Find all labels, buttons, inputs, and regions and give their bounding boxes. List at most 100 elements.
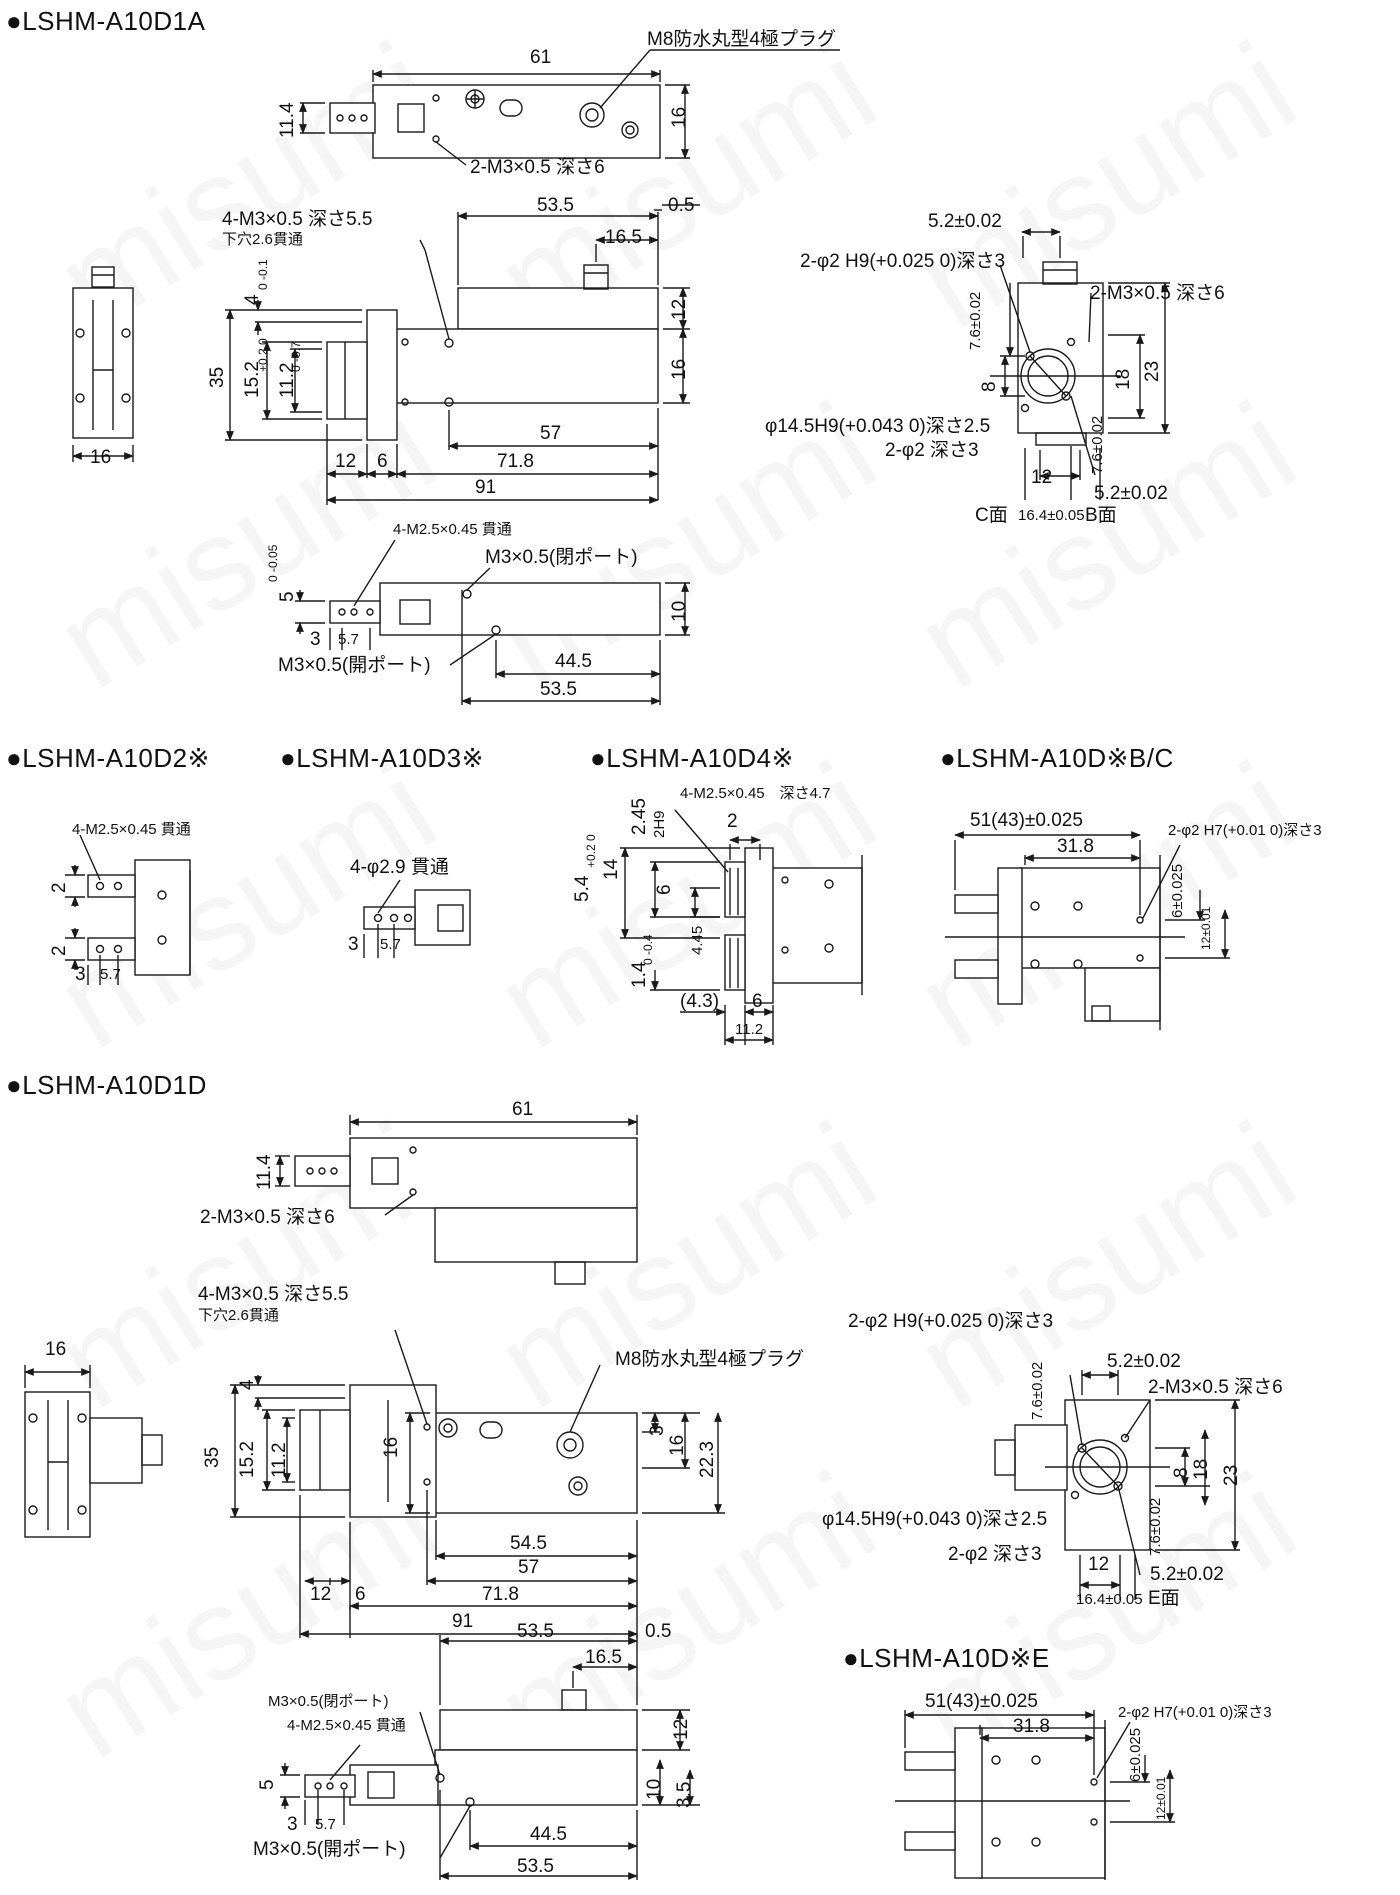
dim-3: 3 — [310, 629, 321, 650]
thru-hole-label: 4-M2.5×0.45 貫通 — [72, 821, 191, 838]
dim-12: 12 — [335, 451, 357, 472]
dim-7-6: 7.6±0.02 — [967, 291, 984, 350]
dim-57: 57 — [540, 423, 562, 444]
bullet-icon: ● — [843, 1643, 860, 1673]
dim-2h9: 2H9 — [651, 810, 668, 838]
dim-91: 91 — [475, 477, 497, 498]
dim-91: 91 — [452, 1611, 474, 1632]
dim-53-5: 53.5 — [540, 679, 577, 700]
bore-label: φ14.5H9(+0.043 0)深さ2.5 — [822, 1509, 1048, 1530]
dim-5-7: 5.7 — [315, 1816, 336, 1833]
dim-12: 12 — [669, 298, 690, 320]
dim-2-45: 2.45 — [629, 798, 650, 835]
e-view — [895, 1710, 1175, 1880]
dim-12: 12±0.01 — [1199, 906, 1213, 950]
dim-71-8: 71.8 — [482, 1584, 519, 1605]
thru-hole-label: 4-φ2.9 貫通 — [350, 857, 449, 878]
d1d-side-view — [230, 1329, 725, 1638]
dim-12: 12 — [1088, 1554, 1110, 1575]
dim-51: 51(43)±0.025 — [925, 1691, 1038, 1712]
dim-35: 35 — [202, 1446, 223, 1468]
dim-18: 18 — [1113, 368, 1134, 390]
dim-6: 6 — [752, 991, 763, 1012]
bore-label: φ14.5H9(+0.043 0)深さ2.5 — [765, 416, 991, 437]
dim-53-5: 53.5 — [517, 1856, 554, 1877]
dim-2: 2 — [49, 945, 70, 956]
dim-0-5: 0.5 — [668, 195, 695, 216]
pin-hole-label: 2-φ2 H9(+0.025 0)深さ3 — [800, 251, 1006, 272]
dim-16-4: 16.4±0.05 — [1076, 1591, 1143, 1608]
port-open-label: M3×0.5(開ポート) — [253, 1839, 406, 1860]
pin-hole-label: 2-φ2 深さ3 — [948, 1544, 1042, 1565]
title-e: ●LSHM-A10D※E — [843, 1643, 1050, 1673]
bullet-icon: ● — [6, 743, 23, 773]
a1a-end-view — [72, 266, 134, 462]
dim-5-2: 5.2±0.02 — [1107, 1351, 1181, 1372]
pin-hole-label: 2-φ2 H9(+0.025 0)深さ3 — [848, 1311, 1054, 1332]
dim-61: 61 — [530, 47, 552, 68]
thru-hole-label: 4-M2.5×0.45 貫通 — [287, 1717, 406, 1734]
dim-12: 12 — [310, 1584, 332, 1605]
pin-hole-label: 2-φ2 H7(+0.01 0)深さ3 — [1168, 822, 1322, 839]
dim-11-4: 11.4 — [277, 102, 298, 138]
dim-2: 2 — [727, 811, 738, 832]
d1d-bottom-view — [280, 1635, 700, 1880]
dim-16-4: 16.4±0.05 — [1018, 507, 1085, 524]
title-d3: ●LSHM-A10D3※ — [280, 743, 484, 773]
dim-5-2: 5.2±0.02 — [928, 211, 1002, 232]
dim-61: 61 — [512, 1099, 534, 1120]
dim-71-8: 71.8 — [497, 451, 534, 472]
dim-16: 16 — [669, 106, 690, 128]
dim-54-5: 54.5 — [510, 1533, 547, 1554]
title-d2: ●LSHM-A10D2※ — [6, 743, 210, 773]
dim-4: 4 — [242, 294, 263, 305]
dim-16-5: 16.5 — [605, 227, 642, 248]
dim-10: 10 — [669, 600, 690, 622]
dim-22-3: 22.3 — [697, 1441, 718, 1478]
dim-5-2: 5.2±0.02 — [1150, 1564, 1224, 1585]
pin-hole-label: 2-φ2 深さ3 — [885, 440, 979, 461]
dim-6: 6±0.025 — [1127, 1727, 1144, 1782]
dim-8: 8 — [979, 381, 1000, 392]
pilot-hole-label: 下穴2.6貫通 — [222, 231, 303, 248]
dim-4: 4 — [237, 1379, 258, 1390]
tap-label: 2-M3×0.5 深さ6 — [470, 157, 605, 178]
plug-label: M8防水丸型4極プラグ — [647, 29, 836, 50]
tol-4: 0 -0.1 — [256, 259, 270, 290]
a1a-bottom-view — [295, 539, 690, 705]
port-open-label: M3×0.5(開ポート) — [278, 655, 431, 676]
title-d1d: ●LSHM-A10D1D — [6, 1070, 207, 1100]
dim-3: 3 — [287, 1814, 298, 1835]
dim-11-2: 11.2 — [735, 1021, 764, 1038]
dim-6: 6 — [377, 451, 388, 472]
d3-view — [363, 879, 471, 958]
dim-2: 2 — [49, 882, 70, 893]
dim-16: 16 — [90, 447, 112, 468]
dim-3: 3 — [75, 964, 86, 985]
d4-view — [620, 809, 863, 1045]
a1a-side-view — [225, 204, 700, 505]
dim-16: 16 — [667, 1434, 688, 1456]
tol-11-2: 0 -0.7 — [289, 341, 303, 372]
dim-6: 6 — [654, 884, 675, 895]
dim-0-5: 0.5 — [645, 1621, 672, 1642]
port-closed-label: M3×0.5(閉ポート) — [268, 1693, 389, 1710]
dim-53-5: 53.5 — [517, 1621, 554, 1642]
tap-label: 4-M3×0.5 深さ5.5 — [222, 209, 373, 230]
face-b-label: B面 — [1085, 505, 1117, 526]
bullet-icon: ● — [590, 743, 607, 773]
dim-53-5: 53.5 — [537, 195, 574, 216]
d1d-right-view — [994, 1370, 1240, 1600]
title-bc: ●LSHM-A10D※B/C — [940, 743, 1174, 773]
face-c-label: C面 — [975, 505, 1008, 526]
dim-3-5: 3.5 — [674, 1781, 695, 1808]
dim-11-2: 11.2 — [269, 1442, 290, 1478]
tol-5: 0 -0.05 — [266, 544, 280, 582]
dim-31-8: 31.8 — [1013, 1716, 1050, 1737]
dim-5-7: 5.7 — [338, 631, 359, 648]
tol-5-4: +0.2 0 — [584, 834, 598, 868]
a1a-right-view — [990, 228, 1170, 500]
bullet-icon: ● — [280, 743, 297, 773]
dim-51: 51(43)±0.025 — [970, 810, 1083, 831]
dim-5-7: 5.7 — [100, 966, 121, 983]
